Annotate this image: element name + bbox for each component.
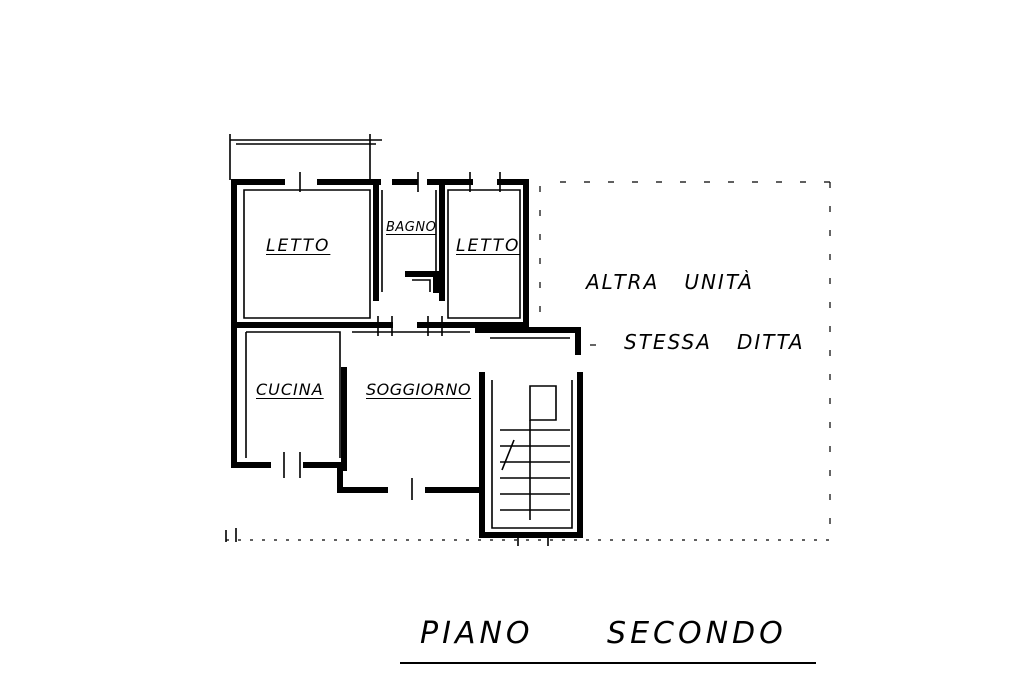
floor-title: PIANO SECONDO xyxy=(420,616,787,651)
balcony-outline xyxy=(229,134,382,180)
interior-walls xyxy=(237,183,581,471)
room-label-letto-1: LETTO xyxy=(266,236,331,256)
adjacent-unit-label-line-2: STESSA DITTA xyxy=(624,330,805,354)
room-label-soggiorno: SOGGIORNO xyxy=(366,380,472,399)
adjacent-unit-boundary xyxy=(225,181,831,542)
exterior-walls xyxy=(231,179,529,493)
room-label-cucina: CUCINA xyxy=(256,380,324,399)
stair-core xyxy=(479,372,583,546)
door-ticks xyxy=(283,172,501,500)
room-label-bagno: BAGNO xyxy=(386,220,437,235)
title-underline xyxy=(400,662,816,664)
adjacent-unit-label-line-1: ALTRA UNITÀ xyxy=(586,270,754,294)
room-label-letto-2: LETTO xyxy=(456,236,521,256)
